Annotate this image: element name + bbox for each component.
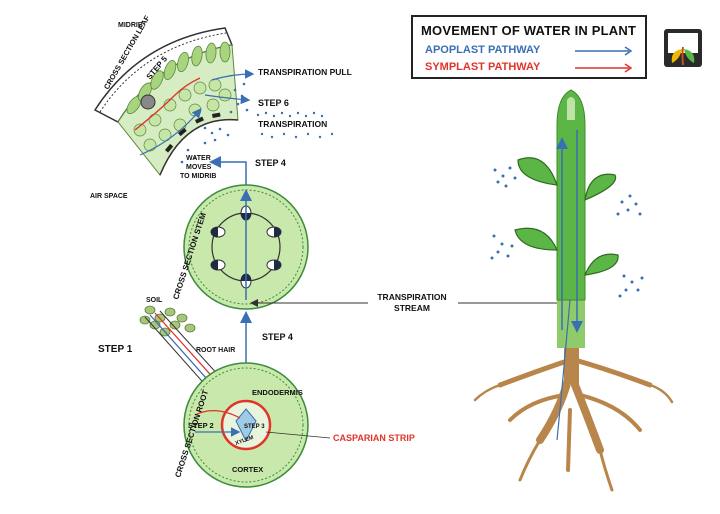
transpiration-stream-label-1: TRANSPIRATION [377,292,446,302]
transpiration-stream: TRANSPIRATION STREAM [250,292,574,313]
root-hair-label: ROOT HAIR [196,347,235,354]
legend-apoplast: APOPLAST PATHWAY [425,44,541,56]
plant-transpiration-dots [490,166,644,298]
legend-title: MOVEMENT OF WATER IN PLANT [421,23,637,38]
step3-label: STEP 3 [244,424,265,430]
leaf-cross-section: CROSS SECTION LEAF MIDRIB STEP 5 AIR SPA… [90,14,255,200]
cortex-label: CORTEX [232,465,263,474]
water-moves-label-3: TO MIDRIB [180,173,216,180]
whole-plant [473,89,674,492]
soil-label: SOIL [146,297,163,304]
step4-top-label: STEP 4 [255,158,286,168]
air-space-label: AIR SPACE [90,193,128,200]
stem-cross-section: CROSS SECTION STEM [171,184,309,310]
midrib-label: MIDRIB [118,22,143,29]
casparian-pointer [265,431,331,439]
legend-symplast: SYMPLAST PATHWAY [425,61,541,73]
transpiration-stream-label-2: STREAM [394,303,430,313]
step1-label: STEP 1 [98,344,133,355]
endodermis-label: ENDODERMIS [252,388,303,397]
stem-to-leaf-arrow [209,156,247,185]
water-moves-label-2: MOVES [186,164,212,171]
transpiration-pull-label: TRANSPIRATION PULL [258,67,352,77]
legend-arrows [575,46,633,73]
water-moves-label-1: WATER [186,155,211,162]
transpiration-label: TRANSPIRATION [258,119,327,129]
roots [473,341,674,492]
brand-logo-icon [664,29,702,67]
step4-mid-label: STEP 4 [262,332,293,342]
transpiration-dots [256,111,334,139]
legend-box: MOVEMENT OF WATER IN PLANT APOPLAST PATH… [411,15,647,79]
casparian-label: CASPARIAN STRIP [333,433,415,443]
root-cross-section: ENDODERMIS STEP 2 STEP 3 XYLEM CORTEX CR… [173,362,309,488]
step2-label: STEP 2 [188,421,214,430]
step6-label: STEP 6 [258,98,289,108]
